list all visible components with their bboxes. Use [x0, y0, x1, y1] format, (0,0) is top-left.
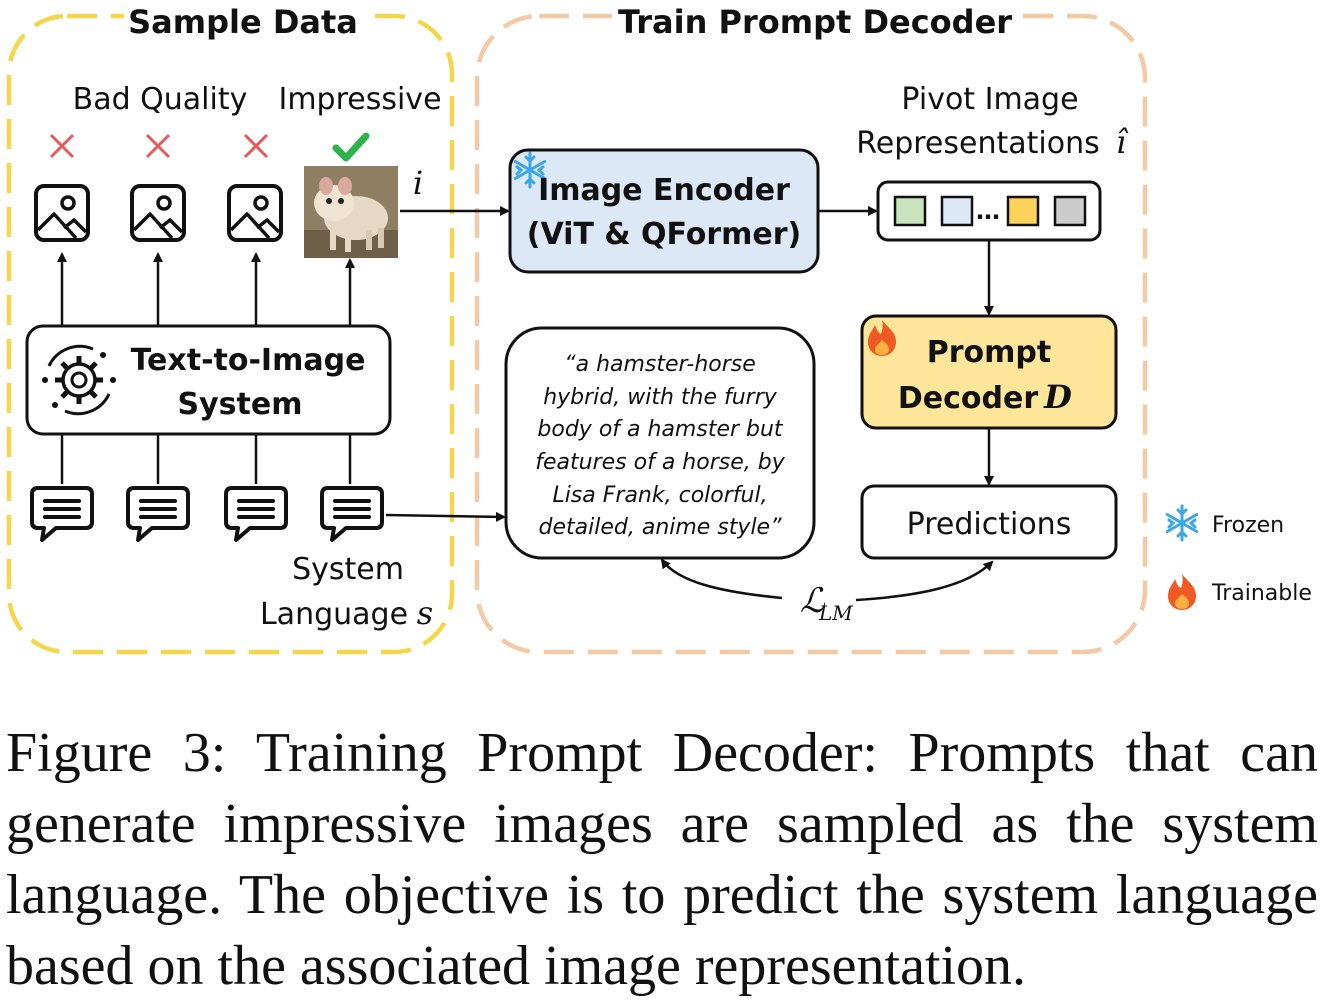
pivot-symbol: î: [1116, 123, 1129, 161]
legend-frozen: Frozen: [1212, 513, 1284, 538]
pivot-cell: [1006, 195, 1040, 227]
diagram-canvas: Sample Data Train Prompt Decoder Bad Qua…: [6, 3, 1312, 655]
flame-icon: [1168, 574, 1196, 610]
sample-data-title: Sample Data: [128, 3, 358, 41]
caption-label: Figure 3:: [6, 722, 227, 784]
system-box-line-2: System: [178, 387, 303, 422]
chat-icon: [30, 486, 94, 542]
pivot-cell: [893, 195, 927, 227]
figure-caption: Figure 3: Training Prompt Decoder: Promp…: [6, 718, 1318, 1002]
loss-subscript: LM: [818, 601, 853, 625]
loss-arrow-to-prompt: [660, 558, 783, 600]
impressive-image-thumbnail: [304, 166, 398, 258]
prompt-line: “a hamster-horse: [564, 352, 756, 377]
image-encoder-box: [508, 148, 820, 274]
sample-data-group-border: [6, 13, 455, 655]
loss-arrow-to-predictions: [855, 560, 994, 602]
text-to-image-system-box: [25, 324, 392, 436]
image-icon: [130, 184, 186, 242]
system-language-line-1: System: [292, 552, 404, 587]
prompt-line: detailed, anime style”: [539, 515, 783, 540]
snowflake-icon: [1165, 504, 1199, 542]
decoder-symbol: D: [1043, 378, 1072, 416]
image-icon: [227, 184, 283, 242]
prompt-line: features of a horse, by: [535, 450, 785, 475]
arrow-language-to-prompt: [385, 511, 506, 522]
chat-icon: [224, 486, 288, 542]
pivot-line-1: Pivot Image: [901, 82, 1078, 117]
pivot-ellipsis: …: [976, 197, 1000, 225]
loss-symbol: ℒ: [800, 581, 826, 621]
system-language-line-2: Language: [260, 597, 408, 632]
gear-cycle-icon: [42, 344, 116, 416]
impressive-label: Impressive: [278, 82, 441, 117]
predictions-label: Predictions: [907, 507, 1072, 542]
cross-icon: [145, 133, 171, 159]
caption-text: Training Prompt Decoder: Prompts that ca…: [6, 722, 1319, 997]
cross-icon: [49, 133, 75, 159]
chat-icon: [320, 486, 384, 542]
image-symbol: i: [413, 164, 423, 202]
pivot-cell: [940, 195, 974, 227]
decoder-line-2: Decoder: [898, 381, 1038, 416]
pivot-cell: [1053, 195, 1087, 227]
check-icon: [332, 132, 370, 162]
prompt-line: Lisa Frank, colorful,: [552, 483, 767, 508]
prompt-line: body of a hamster but: [537, 417, 784, 442]
decoder-line-1: Prompt: [927, 335, 1051, 370]
prompt-text-box: [504, 326, 816, 560]
language-symbol: s: [417, 594, 433, 632]
prompt-line: hybrid, with the furry: [543, 385, 778, 410]
train-title: Train Prompt Decoder: [618, 3, 1012, 41]
chat-icon: [126, 486, 190, 542]
image-icon: [34, 184, 90, 242]
encoder-line-1: Image Encoder: [538, 173, 790, 208]
system-box-line-1: Text-to-Image: [131, 343, 366, 378]
bad-quality-label: Bad Quality: [73, 82, 248, 117]
predictions-box: [860, 484, 1118, 560]
legend-trainable: Trainable: [1211, 581, 1312, 606]
encoder-line-2: (ViT & QFormer): [527, 217, 802, 252]
cross-icon: [243, 133, 269, 159]
pivot-line-2: Representations: [856, 126, 1099, 161]
